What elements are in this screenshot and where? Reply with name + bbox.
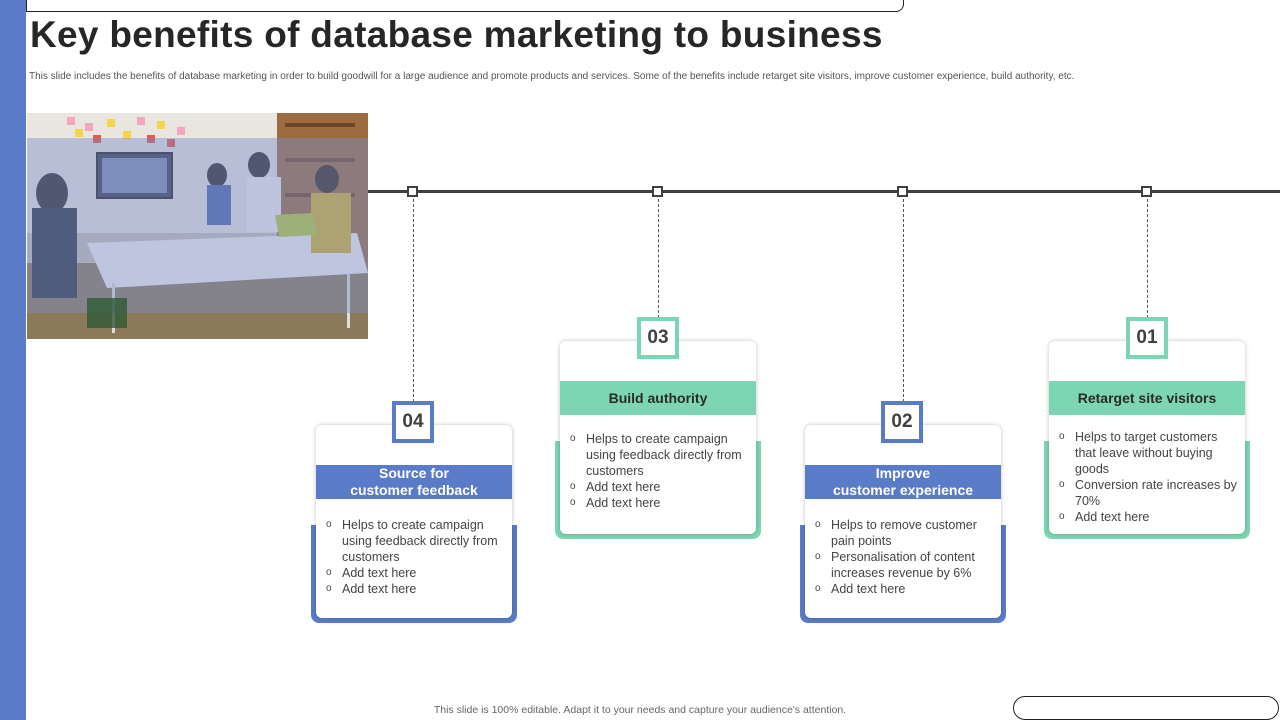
card-point: Conversion rate increases by 70% [1059, 477, 1237, 509]
benefit-card-02: Improve customer experience Helps to rem… [800, 425, 1006, 623]
card-points: Helps to target customers that leave wit… [1059, 429, 1237, 525]
card-heading-line2: customer experience [832, 482, 974, 498]
card-point: Helps to remove customer pain points [815, 517, 993, 549]
card-point: Add text here [570, 479, 748, 495]
benefit-card-04: Source for customer feedback Helps to cr… [311, 425, 517, 623]
card-heading: Improve customer experience [805, 465, 1001, 499]
card-number-badge: 03 [637, 317, 679, 359]
card-points: Helps to create campaign using feedback … [570, 431, 748, 511]
card-point: Add text here [570, 495, 748, 511]
connector-line [658, 199, 659, 318]
connector-line [1147, 199, 1148, 318]
card-heading: Source for customer feedback [316, 465, 512, 499]
card-point: Add text here [326, 581, 504, 597]
timeline-node [407, 186, 418, 197]
card-points: Helps to create campaign using feedback … [326, 517, 504, 597]
card-heading-line1: Source for [378, 465, 449, 481]
card-heading-line1: Retarget site visitors [1077, 389, 1217, 406]
card-points: Helps to remove customer pain points Per… [815, 517, 993, 597]
card-heading: Retarget site visitors [1049, 381, 1245, 415]
connector-line [903, 199, 904, 402]
timeline-line [368, 190, 1280, 193]
card-heading-line1: Improve [875, 465, 931, 481]
timeline-node [897, 186, 908, 197]
footer-note: This slide is 100% editable. Adapt it to… [433, 704, 847, 716]
card-point: Helps to create campaign using feedback … [326, 517, 504, 565]
left-accent-bar [0, 0, 26, 720]
card-point: Personalisation of content increases rev… [815, 549, 993, 581]
card-point: Add text here [326, 565, 504, 581]
timeline-node [652, 186, 663, 197]
slide-title: Key benefits of database marketing to bu… [30, 14, 883, 55]
card-point: Helps to target customers that leave wit… [1059, 429, 1237, 477]
card-number-badge: 01 [1126, 317, 1168, 359]
bottom-decoration [1013, 696, 1279, 720]
timeline-node [1141, 186, 1152, 197]
card-number-badge: 04 [392, 401, 434, 443]
card-point: Add text here [1059, 509, 1237, 525]
card-heading-line1: Build authority [608, 389, 708, 406]
card-number-badge: 02 [881, 401, 923, 443]
benefit-card-01: Retarget site visitors Helps to target c… [1044, 341, 1250, 539]
card-heading: Build authority [560, 381, 756, 415]
top-decoration [26, 0, 904, 12]
card-point: Helps to create campaign using feedback … [570, 431, 748, 479]
connector-line [413, 199, 414, 402]
card-point: Add text here [815, 581, 993, 597]
slide-subtitle: This slide includes the benefits of data… [29, 71, 1075, 82]
card-heading-line2: customer feedback [350, 482, 478, 498]
team-meeting-photo [27, 113, 368, 339]
benefit-card-03: Build authority Helps to create campaign… [555, 341, 761, 539]
